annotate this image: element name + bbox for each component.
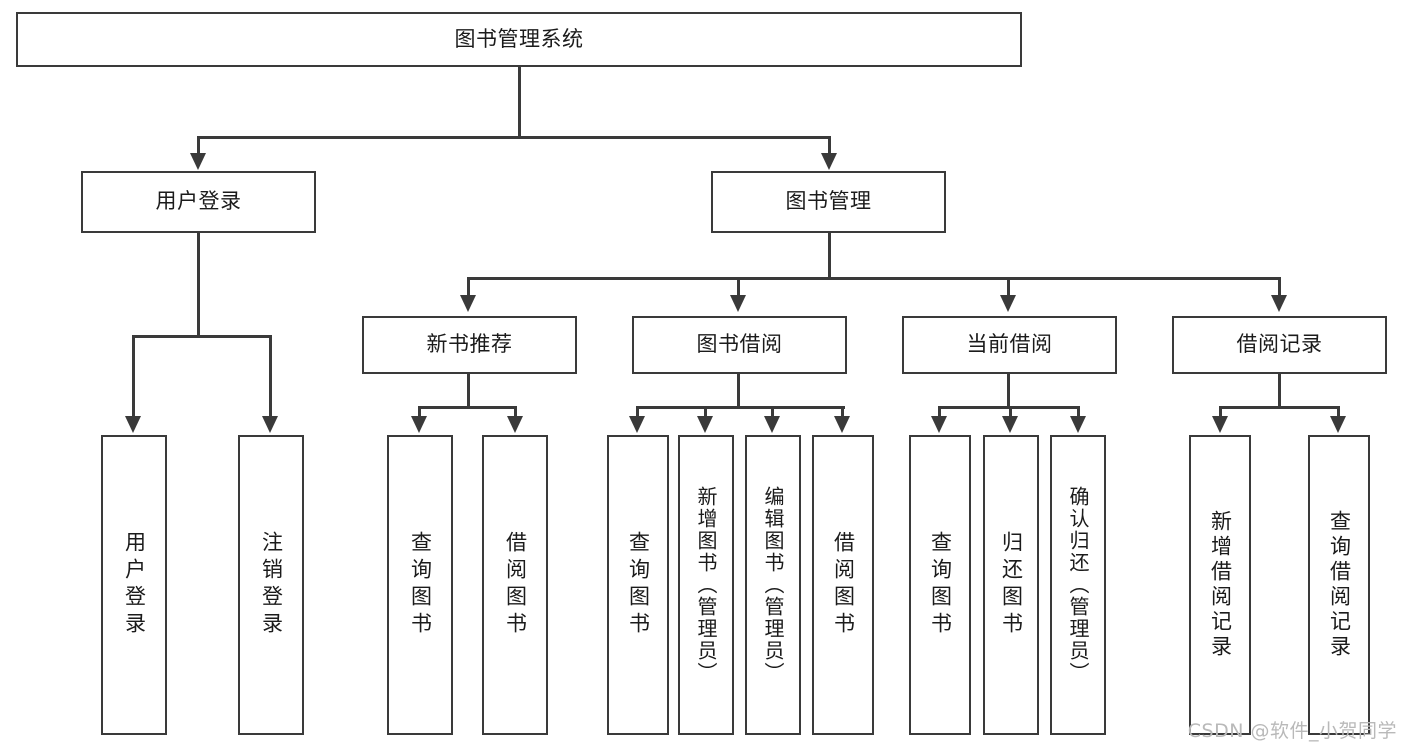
node-user-login-label: 用户登录 bbox=[155, 189, 242, 214]
connector-user-login-drop-2 bbox=[269, 335, 272, 418]
connector-bm-to-borrow-record bbox=[1278, 277, 1281, 297]
node-book-management[interactable]: 图书管理 bbox=[711, 171, 946, 233]
connector-user-login-stem bbox=[197, 233, 200, 337]
connector-current-borrow-drop-1 bbox=[938, 406, 941, 418]
leaf-add-book[interactable]: 新增图书（管理员） bbox=[678, 435, 734, 735]
leaf-query-book-current-label: 查询图书 bbox=[928, 531, 953, 639]
leaf-edit-book[interactable]: 编辑图书（管理员） bbox=[745, 435, 801, 735]
node-book-borrow-label: 图书借阅 bbox=[696, 332, 783, 357]
arrow-book-borrow-leaf-2 bbox=[697, 416, 713, 433]
connector-borrow-record-bus bbox=[1219, 406, 1340, 409]
leaf-confirm-return[interactable]: 确认归还（管理员） bbox=[1050, 435, 1106, 735]
connector-bm-to-new-book bbox=[467, 277, 470, 297]
connector-root-stem bbox=[518, 66, 521, 137]
leaf-borrow-book-recommend-label: 借阅图书 bbox=[503, 531, 528, 639]
node-root[interactable]: 图书管理系统 bbox=[16, 12, 1022, 67]
node-new-book-recommend[interactable]: 新书推荐 bbox=[362, 316, 577, 374]
connector-root-to-user-login bbox=[197, 136, 200, 156]
leaf-confirm-return-label: 确认归还（管理员） bbox=[1066, 486, 1090, 684]
leaf-add-book-label: 新增图书（管理员） bbox=[694, 486, 718, 684]
arrow-book-borrow-leaf-1 bbox=[629, 416, 645, 433]
connector-current-borrow-drop-3 bbox=[1077, 406, 1080, 418]
node-borrow-record-label: 借阅记录 bbox=[1236, 332, 1323, 357]
arrow-user-login-leaf-2 bbox=[262, 416, 278, 433]
arrow-bm-to-new-book bbox=[460, 295, 476, 312]
arrow-book-borrow-leaf-4 bbox=[834, 416, 850, 433]
arrow-book-borrow-leaf-3 bbox=[764, 416, 780, 433]
node-root-label: 图书管理系统 bbox=[454, 26, 584, 51]
connector-bm-to-book-borrow bbox=[737, 277, 740, 297]
leaf-query-book-recommend-label: 查询图书 bbox=[408, 531, 433, 639]
connector-root-to-book-management bbox=[828, 136, 831, 156]
leaf-logout[interactable]: 注销登录 bbox=[238, 435, 304, 735]
arrow-current-borrow-leaf-2 bbox=[1002, 416, 1018, 433]
csdn-watermark: CSDN @软件_小贺同学 bbox=[1187, 720, 1397, 742]
arrow-new-book-leaf-1 bbox=[411, 416, 427, 433]
connector-borrow-record-drop-2 bbox=[1337, 406, 1340, 418]
connector-bm-to-current-borrow bbox=[1007, 277, 1010, 297]
leaf-edit-book-label: 编辑图书（管理员） bbox=[761, 486, 785, 684]
connector-book-borrow-stem bbox=[737, 374, 740, 408]
arrow-bm-to-current-borrow bbox=[1000, 295, 1016, 312]
connector-book-borrow-drop-4 bbox=[841, 406, 844, 418]
node-user-login[interactable]: 用户登录 bbox=[81, 171, 316, 233]
arrow-borrow-record-leaf-1 bbox=[1212, 416, 1228, 433]
arrow-new-book-leaf-2 bbox=[507, 416, 523, 433]
arrow-root-to-user-login bbox=[190, 153, 206, 170]
connector-book-borrow-drop-3 bbox=[771, 406, 774, 418]
arrow-current-borrow-leaf-3 bbox=[1070, 416, 1086, 433]
arrow-bm-to-book-borrow bbox=[730, 295, 746, 312]
connector-current-borrow-stem bbox=[1007, 374, 1010, 408]
leaf-return-book-label: 归还图书 bbox=[999, 531, 1024, 639]
connector-new-book-drop-1 bbox=[418, 406, 421, 418]
leaf-user-login[interactable]: 用户登录 bbox=[101, 435, 167, 735]
connector-new-book-stem bbox=[467, 374, 470, 408]
connector-book-management-stem bbox=[828, 233, 831, 279]
leaf-borrow-book-label: 借阅图书 bbox=[831, 531, 856, 639]
leaf-logout-label: 注销登录 bbox=[259, 531, 284, 639]
node-borrow-record[interactable]: 借阅记录 bbox=[1172, 316, 1387, 374]
leaf-query-book-recommend[interactable]: 查询图书 bbox=[387, 435, 453, 735]
connector-user-login-bus bbox=[132, 335, 271, 338]
leaf-add-borrow-record[interactable]: 新增借阅记录 bbox=[1189, 435, 1251, 735]
leaf-query-borrow-record-label: 查询借阅记录 bbox=[1327, 510, 1352, 660]
node-current-borrow-label: 当前借阅 bbox=[966, 332, 1053, 357]
leaf-query-book-borrow-label: 查询图书 bbox=[626, 531, 651, 639]
connector-borrow-record-stem bbox=[1278, 374, 1281, 408]
node-book-borrow[interactable]: 图书借阅 bbox=[632, 316, 847, 374]
leaf-return-book[interactable]: 归还图书 bbox=[983, 435, 1039, 735]
leaf-borrow-book-recommend[interactable]: 借阅图书 bbox=[482, 435, 548, 735]
node-current-borrow[interactable]: 当前借阅 bbox=[902, 316, 1117, 374]
arrow-current-borrow-leaf-1 bbox=[931, 416, 947, 433]
leaf-add-borrow-record-label: 新增借阅记录 bbox=[1208, 510, 1233, 660]
connector-root-bus bbox=[197, 136, 831, 139]
leaf-query-borrow-record[interactable]: 查询借阅记录 bbox=[1308, 435, 1370, 735]
leaf-borrow-book[interactable]: 借阅图书 bbox=[812, 435, 874, 735]
arrow-bm-to-borrow-record bbox=[1271, 295, 1287, 312]
connector-book-borrow-bus bbox=[636, 406, 845, 409]
leaf-user-login-label: 用户登录 bbox=[122, 531, 147, 639]
node-new-book-recommend-label: 新书推荐 bbox=[426, 332, 513, 357]
connector-new-book-bus bbox=[418, 406, 517, 409]
connector-book-borrow-drop-2 bbox=[704, 406, 707, 418]
connector-borrow-record-drop-1 bbox=[1219, 406, 1222, 418]
leaf-query-book-current[interactable]: 查询图书 bbox=[909, 435, 971, 735]
node-book-management-label: 图书管理 bbox=[785, 189, 872, 214]
arrow-user-login-leaf-1 bbox=[125, 416, 141, 433]
connector-user-login-drop-1 bbox=[132, 335, 135, 418]
connector-new-book-drop-2 bbox=[514, 406, 517, 418]
connector-book-management-bus bbox=[467, 277, 1281, 280]
leaf-query-book-borrow[interactable]: 查询图书 bbox=[607, 435, 669, 735]
arrow-root-to-book-management bbox=[821, 153, 837, 170]
connector-current-borrow-drop-2 bbox=[1009, 406, 1012, 418]
connector-book-borrow-drop-1 bbox=[636, 406, 639, 418]
arrow-borrow-record-leaf-2 bbox=[1330, 416, 1346, 433]
